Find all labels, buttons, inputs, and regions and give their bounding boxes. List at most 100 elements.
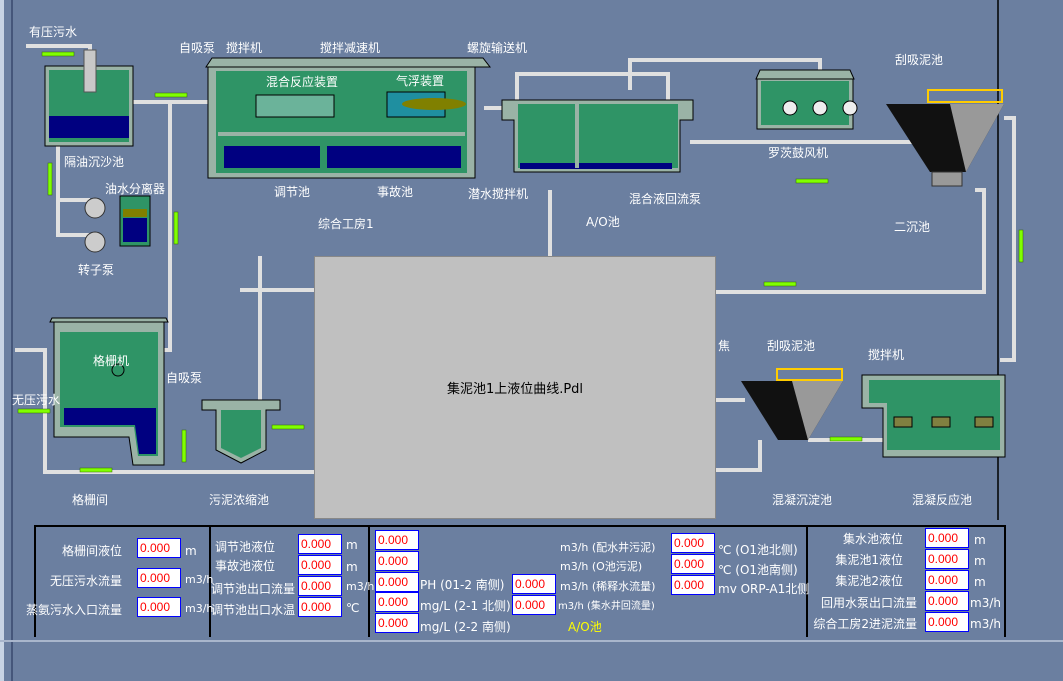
regulating-outlet-flow-value[interactable]: 0.000	[298, 576, 342, 596]
flow-arrow-icon	[271, 424, 305, 430]
label-orp: mv ORP-A1北侧	[718, 582, 810, 596]
workshop2-sludge-flow-value[interactable]: 0.000	[925, 612, 969, 632]
label-screw-conveyor: 螺旋输送机	[467, 41, 528, 55]
divider	[209, 525, 211, 637]
label-regulating-outlet-flow: 调节池出口流量	[211, 582, 296, 596]
ao-value[interactable]: 0.000	[671, 575, 715, 595]
label-self-priming-pump-2: 自吸泵	[166, 371, 203, 385]
accident-level-value[interactable]: 0.000	[298, 555, 342, 575]
flow-arrow-icon	[763, 281, 797, 287]
label-accident-tank: 事故池	[377, 185, 414, 199]
label-screen-machine: 格栅机	[93, 354, 130, 368]
label-sump-level: 集水池液位	[842, 532, 903, 546]
label-gravity-flow: 无压污水流量	[49, 574, 122, 588]
flow-arrow-icon	[79, 467, 113, 473]
ao-value[interactable]: 0.000	[375, 530, 419, 550]
flow-arrow-icon	[173, 211, 179, 245]
ao-value[interactable]: 0.000	[671, 533, 715, 553]
label-workshop2-sludge-flow: 综合工房2进泥流量	[813, 617, 917, 631]
flow-arrow-icon	[829, 436, 863, 442]
unit: m3/h	[970, 596, 1001, 610]
unit: m	[346, 560, 358, 574]
regulating-outlet-temp-value[interactable]: 0.000	[298, 597, 342, 617]
sludge2-level-value[interactable]: 0.000	[925, 570, 969, 590]
flow-arrow-icon	[41, 51, 75, 57]
unit: m	[974, 575, 986, 589]
label-temp-south: ℃ (O1池南侧)	[718, 563, 798, 577]
trend-window-title: 集泥池1上液位曲线.Pdl	[446, 382, 584, 397]
label-o-tank-sludge: m3/h (O池污泥)	[560, 560, 643, 573]
ao-value[interactable]: 0.000	[671, 554, 715, 574]
secondary-clarifier	[886, 89, 1004, 187]
trend-window-overlay[interactable]: 集泥池1上液位曲线.Pdl	[314, 256, 716, 519]
label-dilution-flow: m3/h (稀释水流量)	[560, 580, 656, 593]
label-reuse-pump-flow: 回用水泵出口流量	[820, 596, 917, 610]
oil-grit-tank	[44, 49, 134, 147]
label-rotor-pump: 转子泵	[78, 263, 115, 277]
label-mixing-reactor: 混合反应装置	[266, 75, 339, 89]
unit: m3/h	[346, 580, 375, 593]
label-sump-return-flow: m3/h (集水井回流量)	[558, 601, 655, 612]
coag-reaction-tank	[861, 374, 1006, 458]
label-mixer-reducer: 搅拌减速机	[320, 41, 381, 55]
label-gravity-sewage: 无压污水	[12, 393, 61, 407]
divider	[806, 525, 808, 637]
sludge1-level-value[interactable]: 0.000	[925, 549, 969, 569]
screen-level-value[interactable]: 0.000	[137, 538, 181, 558]
sump-level-value[interactable]: 0.000	[925, 528, 969, 548]
unit: m	[974, 554, 986, 568]
flow-arrow-icon	[795, 178, 829, 184]
flow-arrow-icon	[1018, 229, 1024, 263]
ammonia-inlet-flow-value[interactable]: 0.000	[137, 597, 181, 617]
label-pressure-sewage: 有压污水	[29, 25, 78, 39]
ao-value[interactable]: 0.000	[375, 551, 419, 571]
label-mixed-liquor-pump: 混合液回流泵	[629, 192, 702, 206]
label-regulating-tank: 调节池	[274, 185, 311, 199]
label-coag-settling: 混凝沉淀池	[772, 493, 833, 507]
label-oil-water-separator: 油水分离器	[105, 182, 166, 196]
unit: ℃	[346, 601, 360, 615]
label-workshop-1: 综合工房1	[318, 217, 374, 231]
ao-value[interactable]: 0.000	[512, 595, 556, 615]
divider	[1004, 525, 1006, 637]
divider	[368, 525, 370, 637]
rotor-pump-icon	[84, 197, 106, 219]
ao-tank	[501, 99, 694, 173]
label-ph: PH (01-2 南侧)	[420, 578, 505, 592]
coag-settling-tank	[741, 368, 843, 440]
label-mixer: 搅拌机	[226, 41, 263, 55]
label-coag-reaction: 混凝反应池	[912, 493, 973, 507]
flow-arrow-icon	[47, 162, 53, 196]
ao-value[interactable]: 0.000	[512, 574, 556, 594]
label-scraper-tank-1: 刮吸泥池	[895, 53, 944, 67]
label-secondary-clarifier: 二沉池	[894, 220, 931, 234]
reuse-pump-flow-value[interactable]: 0.000	[925, 591, 969, 611]
label-mixer-2: 搅拌机	[868, 348, 905, 362]
label-submersible-mixer: 潜水搅拌机	[468, 187, 529, 201]
pipes	[15, 44, 1016, 474]
ao-value[interactable]: 0.000	[375, 592, 419, 612]
label-distribution-sludge: m3/h (配水井污泥)	[560, 541, 656, 554]
flow-arrow-icon	[154, 92, 188, 98]
unit: m	[185, 544, 197, 558]
unit: m	[974, 533, 986, 547]
label-regulating-level: 调节池液位	[215, 540, 276, 554]
label-sludge-thickener: 污泥浓缩池	[209, 493, 270, 507]
label-sludge1-level: 集泥池1液位	[835, 553, 903, 567]
label-coking-partial: 焦	[718, 339, 731, 353]
workshop-1-building	[205, 57, 492, 179]
gravity-flow-value[interactable]: 0.000	[137, 568, 181, 588]
unit: m3/h	[185, 573, 214, 586]
unit: m3/h	[185, 602, 214, 615]
ao-value[interactable]: 0.000	[375, 613, 419, 633]
flow-arrow-icon	[17, 408, 51, 414]
regulating-level-value[interactable]: 0.000	[298, 534, 342, 554]
ao-value[interactable]: 0.000	[375, 572, 419, 592]
label-sludge2-level: 集泥池2液位	[835, 574, 903, 588]
label-roots-blower: 罗茨鼓风机	[768, 146, 829, 160]
divider	[34, 525, 36, 637]
unit: m3/h	[970, 617, 1001, 631]
left-edge-bar	[0, 0, 4, 681]
ao-section-title: A/O池	[568, 620, 602, 634]
